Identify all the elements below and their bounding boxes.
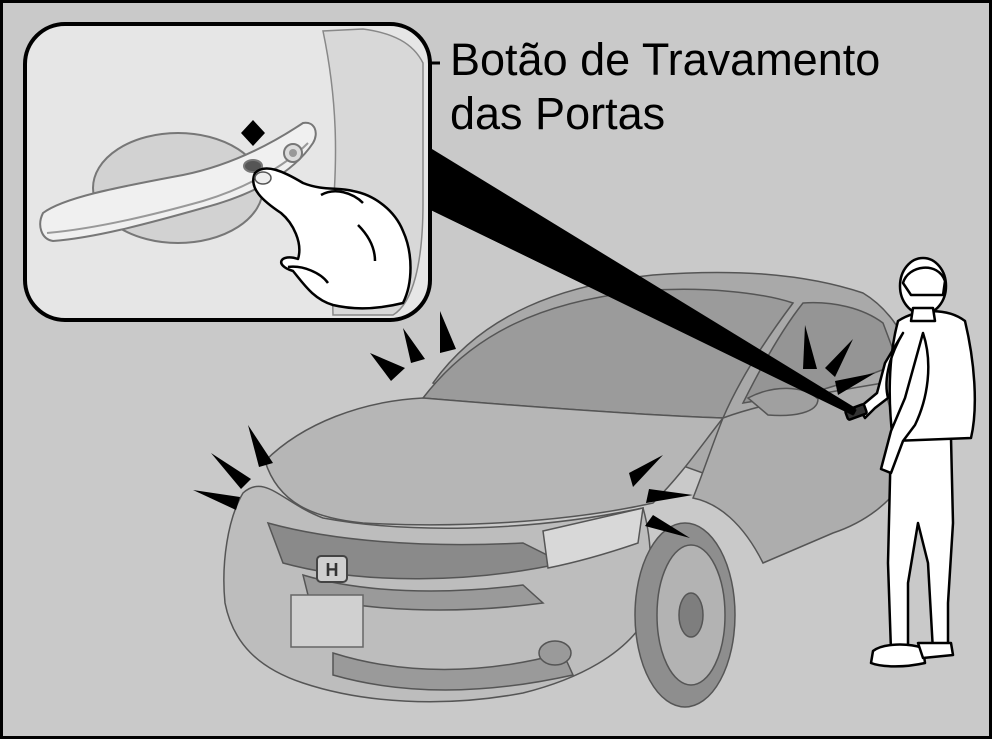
lock-button-marker [241,120,265,146]
person-icon [844,256,977,668]
lock-button-label: Botão de Travamento das Portas [450,33,880,141]
illustration-canvas: H [23,22,977,708]
hand-icon [252,167,412,310]
lock-button-label-line1: Botão de Travamento [450,34,881,85]
svg-text:H: H [326,560,339,580]
car-icon: H [223,271,909,708]
inset-panel [23,22,432,322]
door-handle-icon [39,121,317,244]
lock-button-label-line2: das Portas [450,88,666,139]
blink-indicator-icon [193,311,875,538]
